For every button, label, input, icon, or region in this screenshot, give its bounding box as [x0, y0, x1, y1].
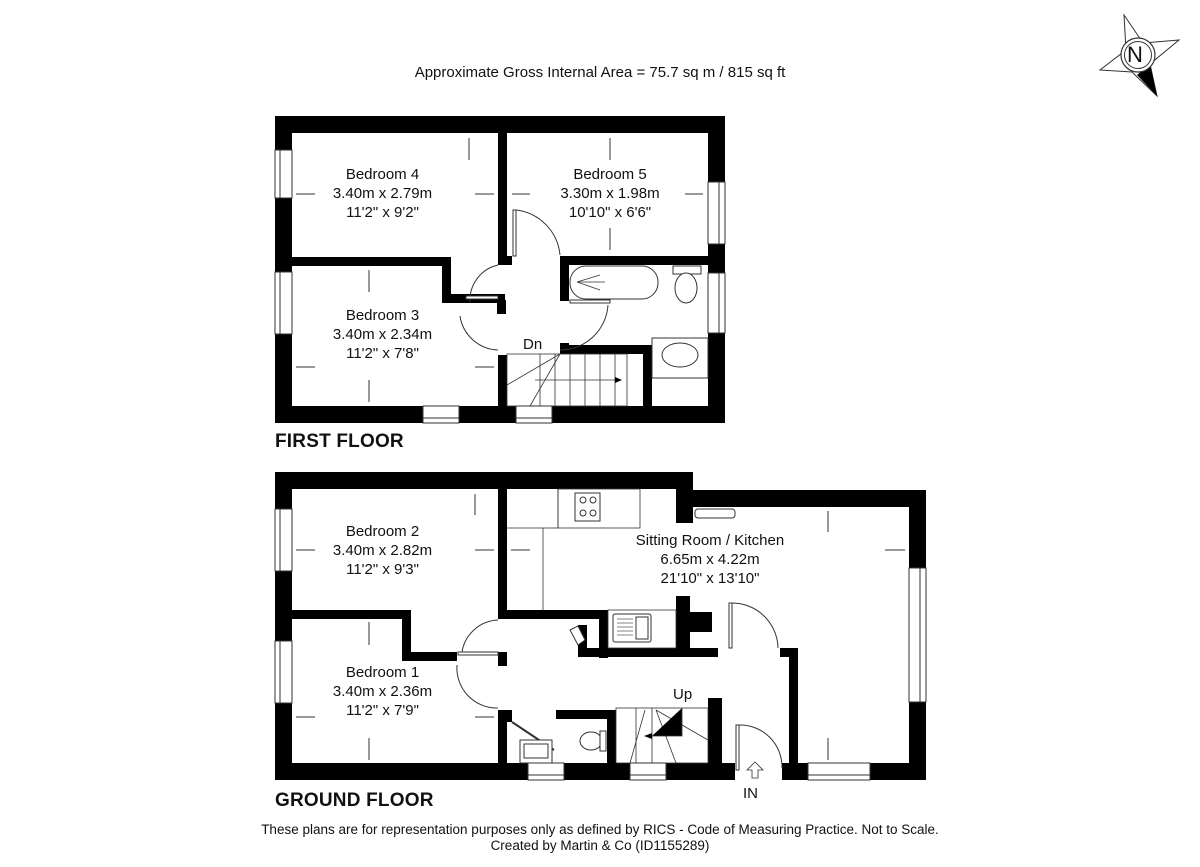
room-metric: 6.65m x 4.22m — [660, 551, 760, 568]
room-name: Bedroom 3 — [345, 307, 420, 324]
credit-text: Created by Martin & Co (ID1155289) — [490, 838, 710, 853]
room-metric: 3.40m x 2.82m — [332, 542, 433, 559]
compass-north-letter: N — [1127, 42, 1143, 67]
stairs-up-label: Up — [673, 686, 693, 703]
room-metric: 3.40m x 2.34m — [332, 326, 433, 343]
room-imperial: 11'2" x 7'9" — [346, 702, 419, 719]
room-imperial: 21'10" x 13'10" — [660, 570, 760, 587]
first-floor-plan — [274, 116, 726, 424]
room-name: Bedroom 4 — [345, 166, 420, 183]
gross-internal-area-title: Approximate Gross Internal Area = 75.7 s… — [414, 64, 786, 81]
stairs-down-label: Dn — [523, 336, 543, 353]
north-compass-icon — [1098, 13, 1181, 98]
room-metric: 3.40m x 2.79m — [332, 185, 433, 202]
room-sitting-room-kitchen: Sitting Room / Kitchen 6.65m x 4.22m 21'… — [600, 531, 820, 588]
room-name: Bedroom 1 — [345, 664, 420, 681]
room-bedroom-5: Bedroom 5 3.30m x 1.98m 10'10" x 6'6" — [520, 165, 700, 222]
room-bedroom-3: Bedroom 3 3.40m x 2.34m 11'2" x 7'8" — [300, 306, 465, 363]
disclaimer-text: These plans are for representation purpo… — [261, 822, 939, 837]
room-name: Bedroom 2 — [345, 523, 420, 540]
room-imperial: 11'2" x 9'2" — [346, 204, 419, 221]
room-imperial: 11'2" x 9'3" — [346, 561, 419, 578]
ground-floor-plan — [274, 472, 927, 781]
room-bedroom-4: Bedroom 4 3.40m x 2.79m 11'2" x 9'2" — [300, 165, 465, 222]
room-metric: 3.40m x 2.36m — [332, 683, 433, 700]
room-imperial: 11'2" x 7'8" — [346, 345, 419, 362]
entrance-label: IN — [743, 785, 758, 802]
room-bedroom-1: Bedroom 1 3.40m x 2.36m 11'2" x 7'9" — [300, 663, 465, 720]
ground-floor-label: GROUND FLOOR — [275, 790, 434, 811]
room-imperial: 10'10" x 6'6" — [568, 204, 652, 221]
room-name: Bedroom 5 — [573, 166, 647, 183]
room-metric: 3.30m x 1.98m — [560, 185, 660, 202]
room-bedroom-2: Bedroom 2 3.40m x 2.82m 11'2" x 9'3" — [300, 522, 465, 579]
room-name: Sitting Room / Kitchen — [635, 532, 785, 549]
footer: These plans are for representation purpo… — [0, 822, 1200, 854]
first-floor-label: FIRST FLOOR — [275, 431, 404, 452]
